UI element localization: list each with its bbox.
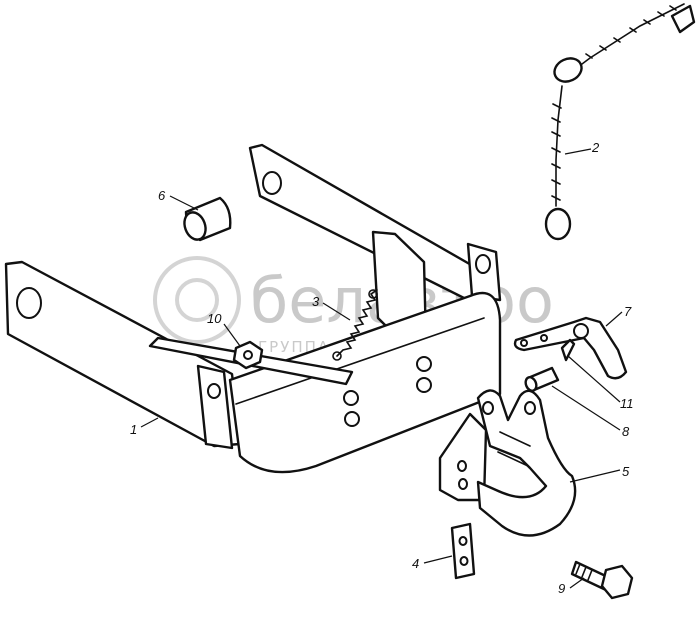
callout-labels: 1 2 3 4 5 6 7 8 9 10 11 [130, 140, 634, 596]
lever-pivot-hole [573, 323, 589, 339]
leader-lines [140, 148, 623, 589]
bolt-head [600, 564, 634, 600]
frame-mount-hole-a [343, 390, 359, 406]
leader-9 [569, 577, 585, 589]
part-10-nut [232, 340, 264, 370]
callout-9: 9 [558, 581, 565, 596]
part-1-frame [4, 143, 502, 474]
hook-eye-b [524, 401, 536, 415]
callout-1: 1 [130, 422, 137, 437]
leader-4 [423, 555, 453, 564]
hook-base-hole-b [458, 478, 468, 490]
leader-6 [169, 195, 199, 211]
callout-8: 8 [622, 424, 630, 439]
part-6-bushing [183, 196, 232, 242]
lever-hole-b [540, 334, 548, 342]
watermark-logo-ring [153, 256, 241, 344]
watermark-logo-core [175, 278, 219, 322]
callout-2: 2 [591, 140, 600, 155]
hook-body [476, 389, 577, 537]
chain-end-hook [670, 4, 696, 34]
leader-7 [605, 311, 623, 327]
part-7-lever [513, 316, 628, 380]
frame-front-hole [16, 287, 42, 319]
cotter-pin-body [560, 338, 576, 362]
pin-head [524, 376, 538, 392]
hook-base-hole-a [457, 460, 467, 472]
leader-11 [567, 355, 621, 403]
chain-lower-links [555, 85, 563, 207]
frame-mount-hole-d [416, 377, 432, 393]
callout-3: 3 [312, 294, 320, 309]
part-9-bolt [570, 560, 634, 600]
leader-8 [551, 385, 621, 431]
hook-shading [497, 431, 531, 467]
callout-10: 10 [207, 311, 222, 326]
frame-back-hole [262, 171, 282, 195]
chain-ring-lower [544, 207, 572, 241]
callout-11: 11 [620, 396, 634, 411]
plate-body [450, 522, 476, 580]
bolt-threads [575, 563, 593, 581]
hook-eye-a [482, 401, 494, 415]
spring-coils [336, 289, 378, 357]
frame-mount-hole-b [344, 411, 360, 427]
frame-mount-hole-c [416, 356, 432, 372]
frame-rear-tab-hole [475, 254, 491, 274]
leader-2 [564, 148, 592, 155]
nut-hole [243, 350, 253, 360]
chain-link-marks [551, 5, 677, 201]
leader-5 [569, 469, 621, 483]
callout-6: 6 [158, 188, 166, 203]
plate-hole-a [458, 536, 468, 546]
part-4-plate [450, 522, 476, 580]
callout-5: 5 [622, 464, 630, 479]
part-3-spring [332, 289, 378, 361]
chain-ring-upper [553, 57, 583, 83]
chain-upper-links [565, 3, 685, 77]
part-11-cotter-pin [560, 338, 576, 362]
frame-front-tab-hole [207, 383, 221, 399]
part-5-hook [438, 389, 577, 537]
callout-7: 7 [624, 304, 632, 319]
leader-10 [223, 323, 241, 347]
leader-3 [322, 302, 351, 321]
plate-hole-b [459, 556, 469, 566]
frame-front-tab [196, 364, 234, 450]
bushing-end [183, 211, 207, 241]
lever-hole-a [520, 339, 528, 347]
lever-body [513, 316, 628, 380]
spring-end-lower [332, 351, 342, 361]
leader-1 [140, 417, 159, 428]
part-8-pin [524, 366, 560, 392]
spring-end-upper [368, 289, 378, 299]
frame-cross-member [228, 291, 502, 474]
part-2-chain [544, 3, 696, 241]
frame-flange-line [235, 317, 485, 405]
callout-4: 4 [412, 556, 419, 571]
